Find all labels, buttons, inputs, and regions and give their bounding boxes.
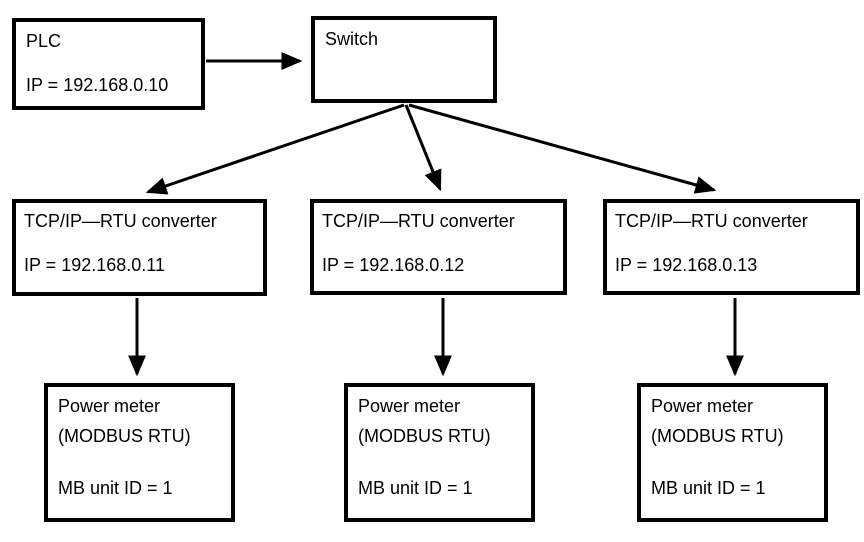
arrow-switch-to-converter-3: [408, 103, 717, 194]
converter-1-ip-address: IP = 192.168.0.11: [24, 255, 165, 275]
power-meter-2-name: Power meter: [358, 396, 461, 416]
plc-node: PLC IP = 192.168.0.10: [12, 18, 205, 110]
switch-title: Switch: [325, 29, 379, 49]
converter-3-title: TCP/IP—RTU converter: [615, 211, 808, 231]
power-meter-node-3: Power meter (MODBUS RTU) MB unit ID = 1: [637, 383, 828, 522]
plc-ip-address: IP = 192.168.0.10: [26, 75, 169, 95]
power-meter-3-protocol: (MODBUS RTU): [651, 426, 784, 446]
converter-node-1: TCP/IP—RTU converter IP = 192.168.0.11: [12, 199, 267, 296]
converter-node-2: TCP/IP—RTU converter IP = 192.168.0.12: [310, 199, 567, 295]
plc-title: PLC: [26, 31, 62, 51]
converter-3-ip-address: IP = 192.168.0.13: [615, 255, 758, 275]
converter-2-ip-address: IP = 192.168.0.12: [322, 255, 465, 275]
converter-2-title: TCP/IP—RTU converter: [322, 211, 515, 231]
arrow-switch-to-converter-1: [145, 103, 405, 195]
power-meter-3-name: Power meter: [651, 396, 754, 416]
switch-node: Switch: [311, 16, 497, 103]
power-meter-1-unit-id: MB unit ID = 1: [58, 478, 173, 498]
power-meter-node-1: Power meter (MODBUS RTU) MB unit ID = 1: [44, 383, 235, 522]
power-meter-2-unit-id: MB unit ID = 1: [358, 478, 473, 498]
arrow-switch-to-converter-2: [404, 104, 442, 192]
power-meter-2-protocol: (MODBUS RTU): [358, 426, 491, 446]
power-meter-3-unit-id: MB unit ID = 1: [651, 478, 766, 498]
power-meter-1-protocol: (MODBUS RTU): [58, 426, 191, 446]
converter-node-3: TCP/IP—RTU converter IP = 192.168.0.13: [603, 199, 860, 295]
converter-1-title: TCP/IP—RTU converter: [24, 211, 217, 231]
power-meter-node-2: Power meter (MODBUS RTU) MB unit ID = 1: [344, 383, 535, 522]
power-meter-1-name: Power meter: [58, 396, 161, 416]
